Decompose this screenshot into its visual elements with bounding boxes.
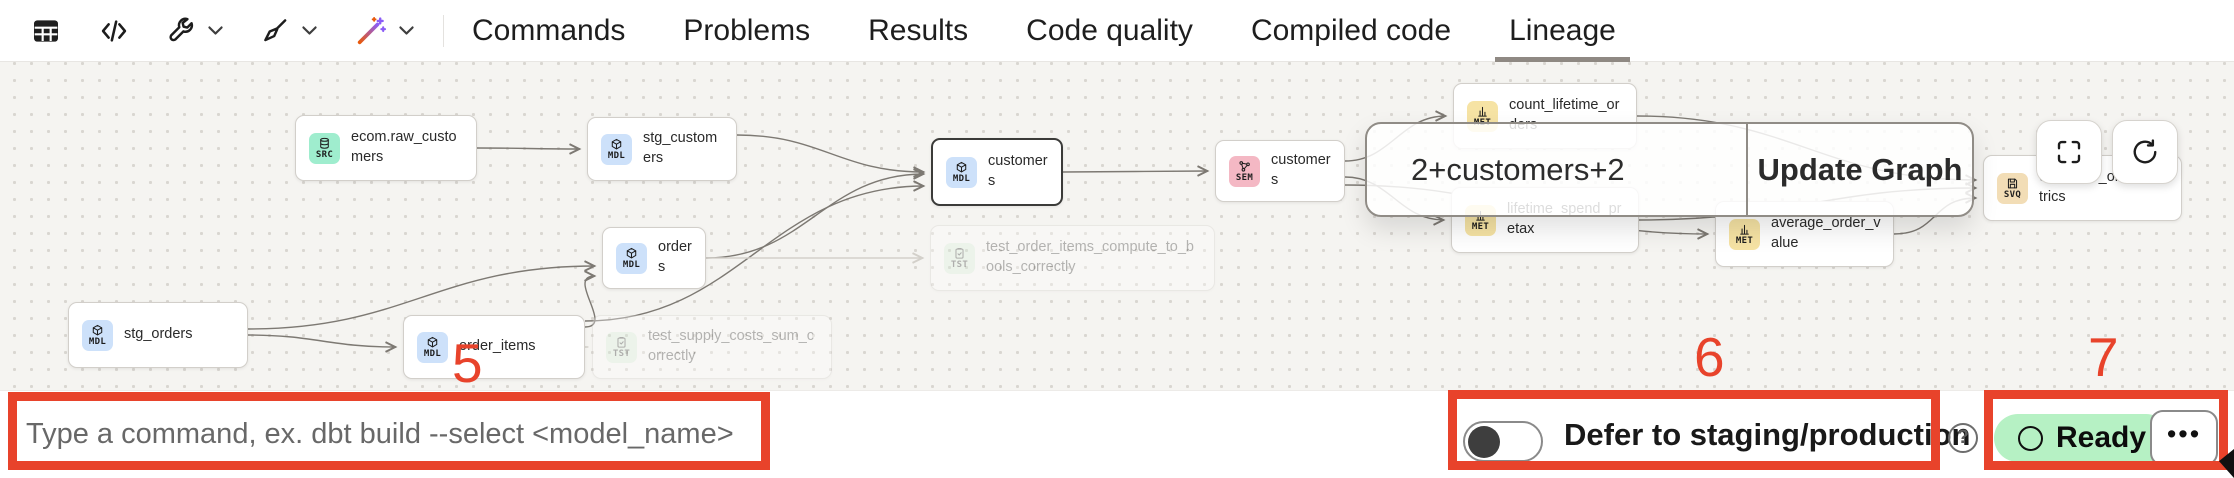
node-ecom_raw_customers[interactable]: SRC ecom.raw_customers: [295, 115, 477, 181]
node-label: customers: [1271, 152, 1331, 188]
defer-label: Defer to staging/production: [1564, 416, 1971, 452]
panel-toolbar: Commands Problems Results Code quality Compi…: [0, 0, 2234, 62]
node-orders[interactable]: MDL orders: [602, 227, 706, 289]
edge-customers_mdl-to-customers_sem: [1062, 165, 1210, 177]
fit-view-icon: [2057, 140, 2081, 164]
chevron-down-icon: [301, 25, 318, 36]
node-label: customers: [988, 153, 1048, 189]
edge-order_items-to-orders: [584, 270, 597, 328]
tab-results[interactable]: Results: [868, 13, 969, 47]
edge-stg_orders-to-orders: [247, 260, 597, 330]
node-label: average_order_value: [1771, 215, 1881, 251]
edge-stg_customers-to-customers_mdl: [736, 134, 926, 178]
tab-commands[interactable]: Commands: [472, 13, 626, 47]
edge-order_items-to-customers_mdl: [584, 180, 926, 322]
update-graph-button[interactable]: Update Graph: [1757, 151, 1963, 187]
tab-code-quality[interactable]: Code quality: [1026, 13, 1193, 47]
magic-wand-button[interactable]: [354, 14, 415, 48]
node-test_order_items[interactable]: TST test_order_items_compute_to_bools_cor…: [930, 225, 1215, 291]
cube-icon: MDL: [417, 331, 448, 363]
cube-icon: MDL: [601, 133, 632, 165]
fit-view-button[interactable]: [2036, 120, 2102, 184]
toolbar-divider: [443, 14, 444, 47]
chevron-down-icon: [207, 25, 224, 36]
bar-chart-icon: MET: [1729, 218, 1760, 250]
node-label: ecom.raw_customers: [351, 129, 457, 165]
wrench-button[interactable]: [166, 15, 224, 46]
semantic-graph-icon: SEM: [1229, 155, 1260, 187]
magic-wand-icon: [354, 14, 388, 48]
more-options-button[interactable]: •••: [2150, 410, 2218, 466]
broom-button[interactable]: [260, 15, 318, 46]
node-label: orders: [658, 239, 692, 275]
toolbar-icon-group: [30, 14, 415, 48]
chevron-down-icon: [398, 25, 415, 36]
graph-selector-overlay: 2+customers+2 Update Graph: [1365, 122, 1974, 217]
refresh-icon: [2133, 139, 2157, 164]
node-test_supply_costs[interactable]: TST test_supply_costs_sum_correctly: [592, 315, 832, 379]
node-label: order_items: [459, 338, 536, 355]
test-clipboard-icon: TST: [944, 242, 975, 274]
status-label: Ready: [2056, 421, 2147, 454]
node-label: stg_customers: [643, 130, 718, 166]
tab-compiled-code[interactable]: Compiled code: [1250, 13, 1452, 47]
table-icon: [30, 15, 62, 47]
node-stg_orders[interactable]: MDL stg_orders: [68, 302, 248, 368]
tab-problems[interactable]: Problems: [683, 13, 811, 47]
table-button[interactable]: [30, 15, 62, 47]
node-label: test_order_items_compute_to_bools_correc…: [986, 239, 1194, 275]
test-clipboard-icon: TST: [606, 331, 637, 363]
refresh-graph-button[interactable]: [2112, 120, 2178, 184]
status-ready-badge[interactable]: Ready: [1994, 414, 2171, 462]
selector-input[interactable]: 2+customers+2: [1367, 124, 1748, 215]
cube-icon: MDL: [946, 156, 977, 188]
toggle-knob-icon: [1468, 425, 1500, 458]
edge-orders-to-customers_mdl: [705, 168, 926, 259]
status-circle-icon: [2018, 425, 2043, 451]
code-button[interactable]: [98, 15, 130, 47]
saved-query-icon: SVQ: [1997, 172, 2028, 204]
command-bar: Type a command, ex. dbt build --select <…: [0, 390, 2234, 478]
tab-bar: Commands Problems Results Code quality Compi…: [472, 0, 1630, 62]
node-label: test_supply_costs_sum_correctly: [648, 328, 815, 364]
tab-lineage[interactable]: Lineage: [1495, 0, 1630, 62]
command-input-placeholder: Type a command, ex. dbt build --select <…: [26, 418, 734, 450]
wrench-icon: [166, 15, 197, 46]
help-icon[interactable]: ?: [1948, 423, 1978, 453]
node-stg_customers[interactable]: MDL stg_customers: [587, 117, 737, 181]
cube-icon: MDL: [616, 242, 647, 274]
cube-icon: MDL: [82, 319, 113, 351]
node-customers_mdl[interactable]: MDL customers: [931, 138, 1063, 206]
node-label: stg_orders: [124, 326, 193, 343]
code-icon: [98, 15, 130, 47]
edge-ecom_raw_customers-to-stg_customers: [476, 143, 582, 155]
broom-icon: [260, 15, 291, 46]
edge-stg_orders-to-order_items: [247, 334, 398, 353]
node-order_items[interactable]: MDL order_items: [403, 315, 585, 379]
database-icon: SRC: [309, 132, 340, 164]
defer-toggle[interactable]: [1463, 421, 1543, 462]
command-input[interactable]: Type a command, ex. dbt build --select <…: [26, 391, 734, 478]
node-customers_sem[interactable]: SEM customers: [1215, 140, 1345, 202]
